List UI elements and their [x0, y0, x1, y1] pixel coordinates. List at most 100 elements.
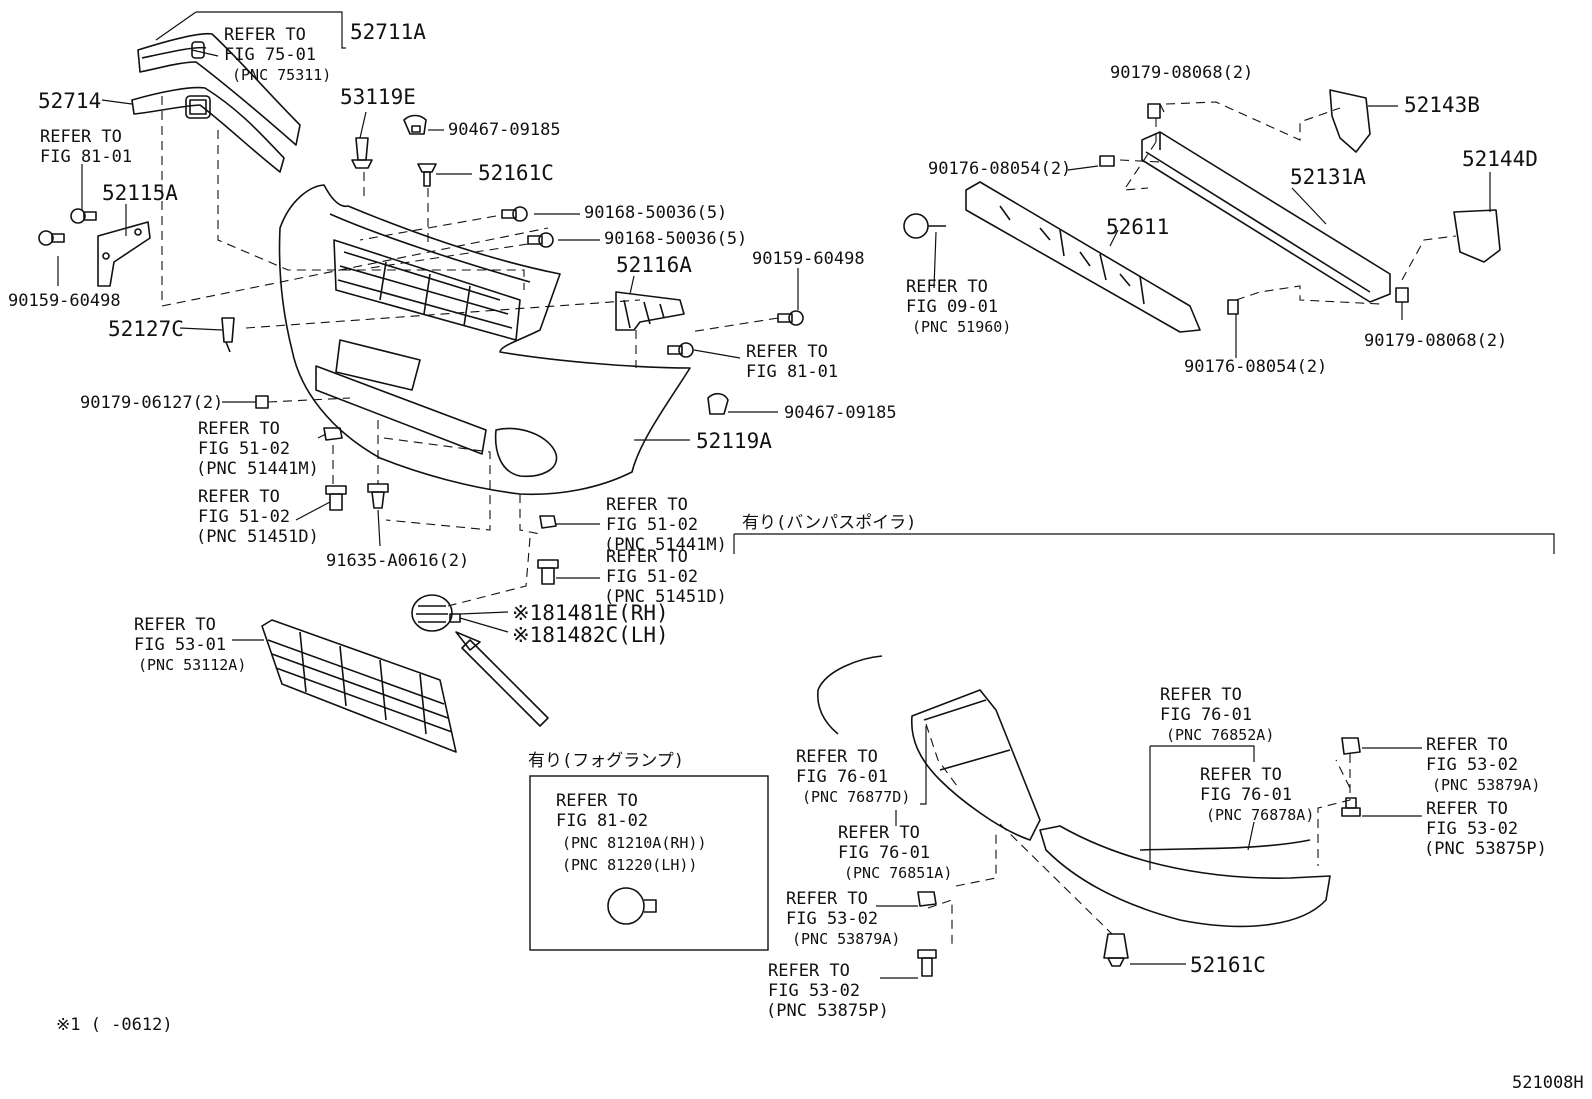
label-53119E: 53119E	[340, 85, 416, 109]
refer-51-02b-line3: (PNC 51451D)	[196, 527, 319, 547]
refer-76-01c-line2: FIG 76-01	[1200, 785, 1292, 805]
refer-76-01d-line1: REFER TO	[838, 823, 920, 843]
refer-76-01d-line2: FIG 76-01	[838, 843, 930, 863]
label-52711A: 52711A	[350, 20, 426, 44]
refer-53-02a-line3: (PNC 53879A)	[792, 930, 900, 948]
refer-53-02a-line1: REFER TO	[786, 889, 868, 909]
refer-76-01a-line3: (PNC 76852A)	[1166, 726, 1274, 744]
nut-53879A-right	[1341, 737, 1361, 755]
label-90168-a: 90168-50036(5)	[584, 203, 727, 223]
bracket-52116A	[615, 291, 685, 331]
radiator-grille-lower	[131, 86, 285, 173]
front-bumper-cover	[278, 184, 691, 496]
refer-76-01d-line3: (PNC 76851A)	[844, 864, 952, 882]
lower-grille	[261, 619, 457, 753]
label-52143B: 52143B	[1404, 93, 1480, 117]
nut-51441M-center	[539, 515, 557, 529]
label-90168-b: 90168-50036(5)	[604, 229, 747, 249]
bumper-reinforcement	[1141, 131, 1391, 303]
towing-eye	[903, 213, 946, 239]
label-52144D: 52144D	[1462, 147, 1538, 171]
clip-90467-top	[403, 114, 427, 135]
clip-52161C-top	[417, 163, 437, 187]
footnote: ※1 ( -0612)	[56, 1015, 173, 1035]
spoiler-center	[910, 689, 1041, 841]
bracket-52115A	[97, 221, 151, 287]
nut-90179-06127	[255, 395, 269, 409]
label-52611: 52611	[1106, 215, 1169, 239]
nut-51441M-left	[323, 427, 343, 441]
bolt-52115A-upper	[70, 208, 97, 224]
refer-09-01-line1: REFER TO	[906, 277, 988, 297]
refer-76-01c-line3: (PNC 76878A)	[1206, 806, 1314, 824]
refer-76-01b-line2: FIG 76-01	[796, 767, 888, 787]
refer-51-02a-line3: (PNC 51441M)	[196, 459, 319, 479]
fog-arrow	[455, 631, 549, 727]
spoiler-clip-52161C	[1103, 933, 1129, 967]
fog-lamp	[607, 887, 657, 925]
refer-53-02b-line1: REFER TO	[768, 961, 850, 981]
label-52116A: 52116A	[616, 253, 692, 277]
refer-81-01a-line2: FIG 81-01	[40, 147, 132, 167]
bolt-53875P-left	[917, 949, 937, 977]
refer-76-01b-line1: REFER TO	[796, 747, 878, 767]
refer-53-01-line1: REFER TO	[134, 615, 216, 635]
refer-51-02d-line3: (PNC 51451D)	[604, 587, 727, 607]
leader-lines	[57, 11, 1555, 979]
refer-51-02c-line2: FIG 51-02	[606, 515, 698, 535]
clip-52127C	[221, 317, 235, 353]
label-52161C-bottom: 52161C	[1190, 953, 1266, 977]
spoiler-strip-76877D	[816, 655, 883, 735]
refer-51-02c-line3: (PNC 51441M)	[604, 535, 727, 555]
clip-90467-right	[707, 392, 729, 415]
refer-81-02-line2: FIG 81-02	[556, 811, 648, 831]
refer-53-01-line3: (PNC 53112A)	[138, 656, 246, 674]
bolt-90176-top	[1099, 155, 1115, 167]
label-90176-bottom: 90176-08054(2)	[1184, 357, 1327, 377]
refer-76-01a-line1: REFER TO	[1160, 685, 1242, 705]
bracket-52143B	[1329, 89, 1371, 153]
refer-53-02b-line3: (PNC 53875P)	[766, 1001, 889, 1021]
refer-76-01a-line2: FIG 76-01	[1160, 705, 1252, 725]
label-52115A: 52115A	[102, 181, 178, 205]
label-81481E: ※181481E(RH)	[512, 601, 669, 625]
refer-76-01c-line1: REFER TO	[1200, 765, 1282, 785]
label-90176-top: 90176-08054(2)	[928, 159, 1071, 179]
refer-81-02-line4: (PNC 81220(LH))	[562, 856, 697, 874]
refer-51-02c-line1: REFER TO	[606, 495, 688, 515]
clip-53119E	[351, 137, 373, 169]
energy-absorber	[965, 181, 1201, 333]
spoiler-side	[1039, 825, 1331, 928]
refer-51-02d-line1: REFER TO	[606, 547, 688, 567]
refer-53-01-line2: FIG 53-01	[134, 635, 226, 655]
refer-81-02-line3: (PNC 81210A(RH))	[562, 834, 707, 852]
refer-76-01b-line3: (PNC 76877D)	[802, 788, 910, 806]
label-52714: 52714	[38, 89, 101, 113]
refer-81-02-line1: REFER TO	[556, 791, 638, 811]
bolt-90168-a	[501, 206, 528, 222]
refer-51-02a-line2: FIG 51-02	[198, 439, 290, 459]
label-90159-left: 90159-60498	[8, 291, 121, 311]
refer-53-02c-line1: REFER TO	[1426, 735, 1508, 755]
refer-53-02d-line3: (PNC 53875P)	[1424, 839, 1547, 859]
label-52127C: 52127C	[108, 317, 184, 341]
refer-53-02a-line2: FIG 53-02	[786, 909, 878, 929]
refer-09-01-line2: FIG 09-01	[906, 297, 998, 317]
refer-75-01-line1: REFER TO	[224, 25, 306, 45]
nut-90179-right	[1395, 287, 1409, 303]
bolt-51451D-center	[537, 559, 559, 585]
refer-09-01-line3: (PNC 51960)	[912, 318, 1011, 336]
refer-75-01-line3: (PNC 75311)	[232, 66, 331, 84]
refer-51-02b-line1: REFER TO	[198, 487, 280, 507]
assembly-lines	[161, 96, 1457, 948]
refer-75-01-line2: FIG 75-01	[224, 45, 316, 65]
bolt-90159-right	[777, 310, 804, 326]
bolt-90168-b	[527, 232, 554, 248]
refer-53-02d-line2: FIG 53-02	[1426, 819, 1518, 839]
nut-90179-top	[1147, 103, 1161, 119]
label-90159-right: 90159-60498	[752, 249, 865, 269]
refer-53-02b-line2: FIG 53-02	[768, 981, 860, 1001]
spoiler-note: 有り(バンパスポイラ)	[742, 513, 916, 533]
label-90179-06127: 90179-06127(2)	[80, 393, 223, 413]
